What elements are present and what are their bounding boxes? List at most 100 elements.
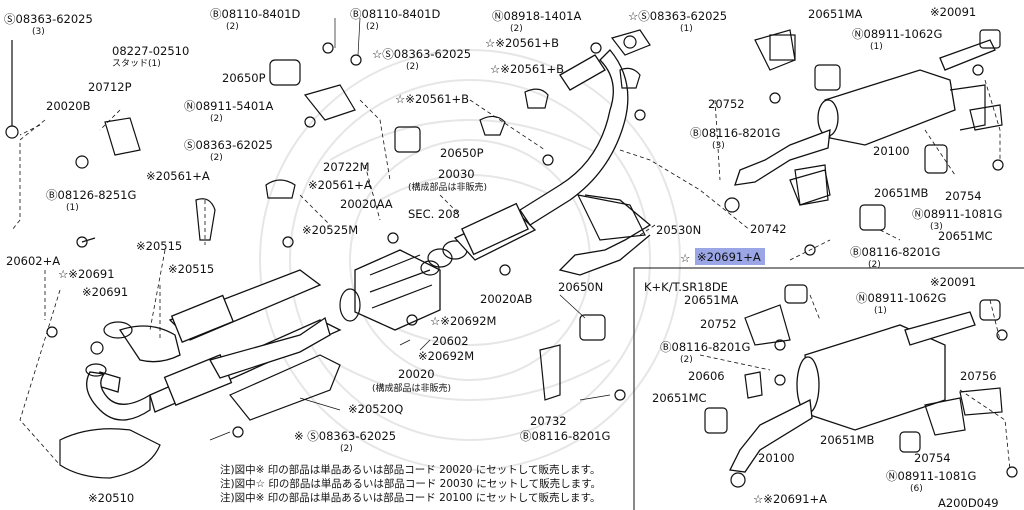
label-20692m-a[interactable]: ☆※20692M <box>430 314 496 328</box>
label-20651ma-b[interactable]: 20651MA <box>684 293 739 307</box>
label-qty: (2) <box>680 355 693 365</box>
label-08116-8201g-2a[interactable]: Ⓑ08116-8201G <box>850 245 940 259</box>
label-08110-8401d-a[interactable]: Ⓑ08110-8401D <box>210 7 300 21</box>
label-20602[interactable]: 20602 <box>432 334 469 348</box>
rubber-mounts[interactable] <box>269 29 1001 453</box>
rear-muffler[interactable] <box>734 29 996 206</box>
label-20020aa[interactable]: 20020AA <box>340 197 393 211</box>
part-labels: Ⓢ08363-62025 (3) Ⓑ08110-8401D (2) Ⓑ08110… <box>4 5 1002 506</box>
label-20561-b-b[interactable]: ☆※20561+B <box>490 62 564 76</box>
label-20561-a-b[interactable]: ※20561+A <box>308 178 372 192</box>
label-qty: (2) <box>510 24 523 34</box>
label-08116-8201g-c[interactable]: Ⓑ08116-8201G <box>520 429 610 443</box>
label-20030[interactable]: 20030 <box>438 167 475 181</box>
fasteners <box>5 40 1018 488</box>
label-qty: (3) <box>32 27 45 37</box>
label-qty: (1) <box>680 24 693 34</box>
label-20606[interactable]: 20606 <box>688 369 725 383</box>
label-20651mc-a[interactable]: 20651MC <box>938 229 993 243</box>
catalytic-converter[interactable] <box>339 202 537 331</box>
label-20691-a-selected[interactable]: ※20691+A <box>697 250 761 264</box>
label-star-marker: ☆ <box>680 251 690 265</box>
label-20691[interactable]: ※20691 <box>82 285 128 299</box>
front-pipe-assembly[interactable] <box>59 269 342 479</box>
label-sec-208[interactable]: SEC. 208 <box>408 207 460 221</box>
label-20561-b-a[interactable]: ☆※20561+B <box>485 36 559 50</box>
label-20691-a-b[interactable]: ☆※20691+A <box>753 492 827 506</box>
label-08227-02510[interactable]: 08227-02510 <box>112 44 189 58</box>
label-20650p-a[interactable]: 20650P <box>222 71 266 85</box>
label-qty: (2) <box>366 22 379 32</box>
label-20651mb-a[interactable]: 20651MB <box>874 186 929 200</box>
label-20561-b-c[interactable]: ☆※20561+B <box>395 92 469 106</box>
label-20515-b[interactable]: ※20515 <box>168 262 214 276</box>
label-20020ab[interactable]: 20020AB <box>480 292 532 306</box>
sr18de-inset-box <box>633 267 1024 510</box>
label-qty: (3) <box>712 141 725 151</box>
label-20651ma[interactable]: 20651MA <box>808 7 863 21</box>
label-20722m[interactable]: 20722M <box>323 160 370 174</box>
label-08918-1401a[interactable]: Ⓝ08918-1401A <box>492 9 581 23</box>
label-08911-1062g[interactable]: Ⓝ08911-1062G <box>852 27 942 41</box>
label-20520q[interactable]: ※20520Q <box>348 402 403 416</box>
leader-lines <box>11 17 1011 471</box>
label-08911-1081g-3[interactable]: Ⓝ08911-1081G <box>912 207 1002 221</box>
label-20691-star[interactable]: ☆※20691 <box>58 267 115 281</box>
label-08363-62025-3[interactable]: Ⓢ08363-62025 <box>4 12 93 26</box>
label-08116-8201g-2b[interactable]: Ⓑ08116-8201G <box>660 340 750 354</box>
label-20515-a[interactable]: ※20515 <box>136 239 182 253</box>
label-20742[interactable]: 20742 <box>750 222 787 236</box>
label-20756[interactable]: 20756 <box>960 369 997 383</box>
label-sr18de-variant[interactable]: K+K/T.SR18DE <box>644 280 728 294</box>
label-20651mc-b[interactable]: 20651MC <box>652 391 707 405</box>
footnote-3: 注)図中※ 印の部品は単品あるいは部品コード 20100 にセットして販売します… <box>220 491 600 504</box>
label-20651mb-b[interactable]: 20651MB <box>820 433 875 447</box>
rear-muffler-sr18de[interactable] <box>729 304 976 473</box>
label-20020b[interactable]: 20020B <box>46 99 91 113</box>
label-08911-1062g-b[interactable]: Ⓝ08911-1062G <box>856 291 946 305</box>
label-20091[interactable]: ※20091 <box>930 5 976 19</box>
clamps-brackets[interactable] <box>104 67 1003 416</box>
center-pipe[interactable] <box>519 29 652 276</box>
label-08126-8251g[interactable]: Ⓑ08126-8251G <box>46 188 136 202</box>
label-qty: (1) <box>870 42 883 52</box>
label-20732[interactable]: 20732 <box>530 414 567 428</box>
label-qty: (6) <box>910 484 923 494</box>
selected-part-highlight <box>695 248 765 265</box>
label-20712p[interactable]: 20712P <box>88 80 132 94</box>
label-qty: (3) <box>930 222 943 232</box>
label-08110-8401d-b[interactable]: Ⓑ08110-8401D <box>350 7 440 21</box>
label-qty: (2) <box>340 444 353 454</box>
label-20602-a[interactable]: 20602+A <box>6 254 60 268</box>
label-20752-b[interactable]: 20752 <box>700 317 737 331</box>
label-20561-a-a[interactable]: ※20561+A <box>146 169 210 183</box>
label-20692m-b[interactable]: ※20692M <box>418 349 474 363</box>
label-20525m[interactable]: ※20525M <box>302 223 358 237</box>
label-20530n[interactable]: 20530N <box>656 223 701 237</box>
label-08363-62025-2a[interactable]: ☆Ⓢ08363-62025 <box>372 47 471 61</box>
label-20510[interactable]: ※20510 <box>88 491 134 505</box>
label-20754-a[interactable]: 20754 <box>945 189 982 203</box>
footnote-1: 注)図中※ 印の部品は単品あるいは部品コード 20020 にセットして販売します… <box>220 463 600 476</box>
label-20091-b[interactable]: ※20091 <box>930 275 976 289</box>
label-qty: (1) <box>66 203 79 213</box>
label-20100-a[interactable]: 20100 <box>873 144 910 158</box>
label-20752-a[interactable]: 20752 <box>708 97 745 111</box>
label-20100-b[interactable]: 20100 <box>758 451 795 465</box>
label-20650p-b[interactable]: 20650P <box>440 146 484 160</box>
label-08363-62025-2b[interactable]: Ⓢ08363-62025 <box>184 138 273 152</box>
label-08363-62025-1[interactable]: ☆Ⓢ08363-62025 <box>628 9 727 23</box>
label-20020-note: (構成部品は非販売) <box>372 382 451 394</box>
label-08911-5401a[interactable]: Ⓝ08911-5401A <box>184 99 273 113</box>
diagram-id: A200D049 <box>938 496 999 510</box>
label-20754-b[interactable]: 20754 <box>914 451 951 465</box>
label-qty: (2) <box>868 260 881 270</box>
label-20650n[interactable]: 20650N <box>558 280 603 294</box>
label-08116-8201g-3[interactable]: Ⓑ08116-8201G <box>690 126 780 140</box>
footnotes: 注)図中※ 印の部品は単品あるいは部品コード 20020 にセットして販売します… <box>220 463 601 504</box>
label-qty: (2) <box>406 62 419 72</box>
label-08363-62025-2c[interactable]: ※ Ⓢ08363-62025 <box>294 429 396 443</box>
label-20020[interactable]: 20020 <box>398 367 435 381</box>
label-08911-1081g-6[interactable]: Ⓝ08911-1081G <box>886 469 976 483</box>
